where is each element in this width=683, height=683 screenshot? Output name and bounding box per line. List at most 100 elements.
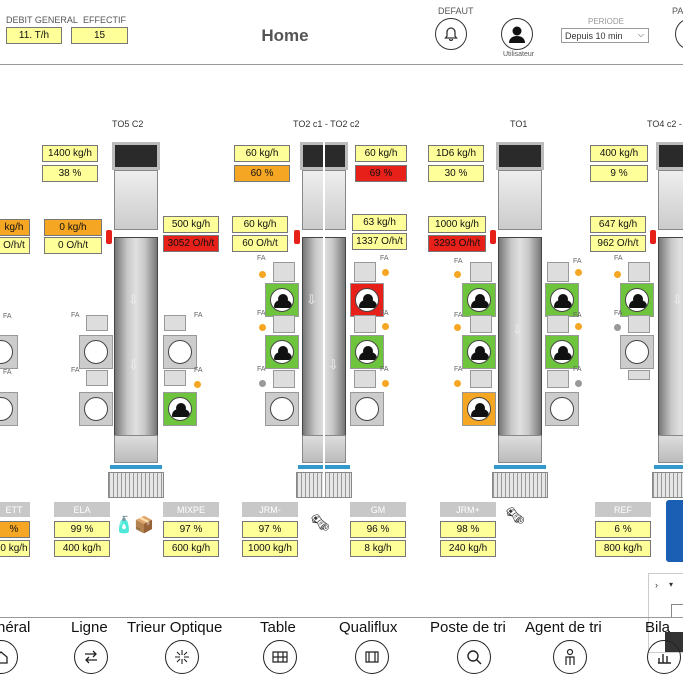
operator-slot-alert[interactable] (350, 283, 384, 317)
conveyor-to5[interactable]: ⇩ ⇩ (106, 142, 164, 498)
status-dot (454, 324, 461, 331)
grid-table-icon (272, 651, 288, 663)
output-name-jrm-plus: JRM+ (440, 502, 496, 517)
ejector-slot[interactable] (350, 392, 384, 426)
bell-icon (444, 27, 458, 42)
nav-general-button[interactable] (0, 640, 18, 674)
sensor (470, 262, 492, 282)
operator-slot[interactable] (545, 283, 579, 317)
nav-table-label: Table (260, 619, 296, 636)
sensor (547, 370, 569, 388)
operator-slot[interactable] (265, 335, 299, 369)
arrow-down-icon: ⇩ (672, 292, 683, 307)
ejector-slot[interactable] (545, 392, 579, 426)
status-dot (614, 324, 621, 331)
bale-icon: 🗞 (310, 515, 331, 532)
fa-label: FA (380, 255, 389, 262)
home-icon (0, 651, 8, 664)
conveyor-to2[interactable]: ⇩ ⇩ (294, 142, 352, 498)
bale-icon: 🧴 (114, 517, 134, 534)
operator-slot[interactable] (163, 392, 197, 426)
periode-select[interactable]: Depuis 10 min⌵ (561, 28, 649, 43)
machine-title-to4: TO4 c2 - (647, 119, 682, 129)
sensor (273, 315, 295, 333)
person-icon (565, 648, 575, 665)
input-rate-box: 647 kg/h (590, 216, 646, 233)
status-dot (194, 381, 201, 388)
fa-label: FA (454, 312, 463, 319)
output-name-mixpe: MIXPE (163, 502, 219, 517)
ejector-slot[interactable] (0, 335, 18, 369)
nav-qualiflux-label: Qualiflux (339, 619, 398, 636)
sensor (547, 262, 569, 282)
ejector-slot[interactable] (0, 392, 18, 426)
side-user-panel[interactable]: › ▾ (648, 573, 683, 653)
output-rate-ett: 0 kg/h (0, 540, 30, 557)
output-pct-ref: 6 % (595, 521, 651, 538)
output-pct-jrm-minus: 97 % (242, 521, 298, 538)
ejector-slot[interactable] (79, 335, 113, 369)
nav-trieur-button[interactable] (165, 640, 199, 674)
operator-slot[interactable] (620, 283, 654, 317)
defaut-label: DEFAUT (438, 6, 474, 16)
operator-slot[interactable] (462, 283, 496, 317)
conveyor-to4[interactable]: ⇩ (650, 142, 683, 498)
output-rate-ela: 400 kg/h (54, 540, 110, 557)
arrow-down-icon: ⇩ (306, 292, 317, 307)
sensor (547, 315, 569, 333)
output-name-ett: ETT (0, 502, 30, 517)
page-button[interactable] (675, 18, 683, 50)
ejector-slot[interactable] (79, 392, 113, 426)
machine-rate-box: 1400 kg/h (42, 145, 98, 162)
nav-bilan-button[interactable] (647, 640, 681, 674)
fa-label: FA (257, 255, 266, 262)
status-dot (382, 269, 389, 276)
operator-slot[interactable] (350, 335, 384, 369)
machine-title-to5: TO5 C2 (112, 119, 144, 129)
fa-label: FA (3, 313, 12, 320)
status-dot (575, 269, 582, 276)
periode-value: Depuis 10 min (565, 30, 623, 41)
fa-label: FA (573, 366, 582, 373)
nav-agent-button[interactable] (553, 640, 587, 674)
sensor (628, 262, 650, 282)
fa-label: FA (573, 312, 582, 319)
output-name-jrm-minus: JRM- (242, 502, 298, 517)
eject-objects-box: 3052 O/h/t (163, 235, 219, 252)
ejector-slot[interactable] (163, 335, 197, 369)
operator-slot[interactable] (462, 335, 496, 369)
ejector-slot[interactable] (620, 335, 654, 369)
nav-poste-button[interactable] (457, 640, 491, 674)
fa-label: FA (454, 366, 463, 373)
fa-label: FA (3, 369, 12, 376)
nav-qualiflux-button[interactable] (355, 640, 389, 674)
operator-slot[interactable] (265, 283, 299, 317)
fa-label: FA (614, 255, 623, 262)
output-pct-jrm-plus: 98 % (440, 521, 496, 538)
fa-label: FA (614, 310, 623, 317)
eject-rate-box: 500 kg/h (163, 216, 219, 233)
nav-ligne-button[interactable] (74, 640, 108, 674)
user-button[interactable] (501, 18, 533, 50)
arrow-down-icon: ⇩ (128, 357, 139, 372)
sensor (86, 315, 108, 331)
conveyor-to1[interactable]: ⇩ (490, 142, 548, 498)
ejector-slot[interactable] (265, 392, 299, 426)
output-name-ref: REF (595, 502, 651, 517)
defaut-button[interactable] (435, 18, 467, 50)
machine-rate-box: 1D6 kg/h (428, 145, 484, 162)
operator-slot-warning[interactable] (462, 392, 496, 426)
operator-slot[interactable] (545, 335, 579, 369)
page-label: PAG (672, 6, 683, 16)
bale-icon: 📦 (134, 517, 154, 534)
header-divider (0, 64, 683, 65)
status-dot (382, 323, 389, 330)
side-panel-toggle[interactable] (666, 500, 683, 562)
nav-trieur-label: Trieur Optique (127, 619, 223, 636)
debit-general-label: DEBIT GENERAL (6, 15, 78, 25)
nav-agent-label: Agent de tri (525, 619, 602, 636)
nav-table-button[interactable] (263, 640, 297, 674)
status-dot (575, 323, 582, 330)
output-rate-gm: 8 kg/h (350, 540, 406, 557)
